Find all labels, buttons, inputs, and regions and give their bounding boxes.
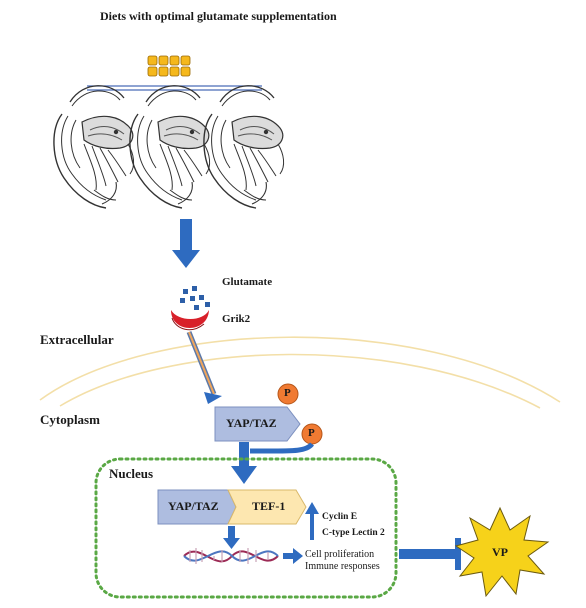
feed-pellets-icon (147, 55, 191, 77)
shrimp-icon (53, 85, 135, 209)
outcome-arrow-icon (283, 548, 303, 564)
dna-icon (183, 548, 279, 564)
pellet-icon (158, 66, 169, 77)
grik2-receptor-icon (171, 310, 209, 331)
label-immune-responses: Immune responses (305, 561, 380, 572)
label-grik2: Grik2 (222, 313, 251, 325)
label-vp: VP (492, 545, 508, 559)
yap-taz-cytoplasm-label: YAP/TAZ (226, 416, 277, 430)
pellet-icon (147, 66, 158, 77)
label-nucleus: Nucleus (109, 466, 154, 481)
shrimp-icon (129, 85, 211, 209)
cell-membrane-inner (59, 353, 541, 409)
pellet-icon (147, 55, 158, 66)
label-lectin: C-type Lectin 2 (322, 528, 385, 538)
phospho-label-1: P (284, 387, 291, 399)
nucleus-boundary (94, 457, 398, 599)
translocation-arrow-icon (231, 442, 257, 484)
pellet-icon (158, 55, 169, 66)
diagram-title: Diets with optimal glutamate supplementa… (100, 9, 337, 23)
inhibition-bar-icon (399, 538, 461, 570)
label-extracellular: Extracellular (40, 332, 114, 347)
receptor-arrowhead-icon (204, 392, 222, 404)
vp-starburst-icon (454, 506, 550, 598)
pellet-icon (180, 66, 191, 77)
transcription-arrow-icon (223, 526, 240, 549)
yap-taz-cytoplasm-box (214, 406, 301, 442)
upregulation-arrow-icon (305, 502, 319, 540)
pellet-icon (180, 55, 191, 66)
yap-taz-nucleus-label: YAP/TAZ (168, 499, 219, 513)
label-glutamate: Glutamate (222, 276, 273, 288)
phospho-circle-1 (277, 383, 299, 405)
glutamate-molecules-icon (180, 286, 210, 310)
label-cyclin-e: Cyclin E (322, 512, 358, 522)
tef1-box (227, 489, 307, 525)
phospho-return-arrow (249, 442, 314, 454)
feeding-arrow-icon (172, 219, 200, 268)
phospho-label-2: P (308, 427, 315, 439)
pellet-icon (169, 66, 180, 77)
cell-membrane-outer (39, 336, 561, 403)
label-cytoplasm: Cytoplasm (40, 412, 100, 427)
shrimp-icon (203, 85, 285, 209)
receptor-stalk-core (188, 331, 215, 395)
pellet-icon (169, 55, 180, 66)
tef1-label: TEF-1 (252, 499, 286, 513)
label-cell-proliferation: Cell proliferation (305, 549, 375, 560)
